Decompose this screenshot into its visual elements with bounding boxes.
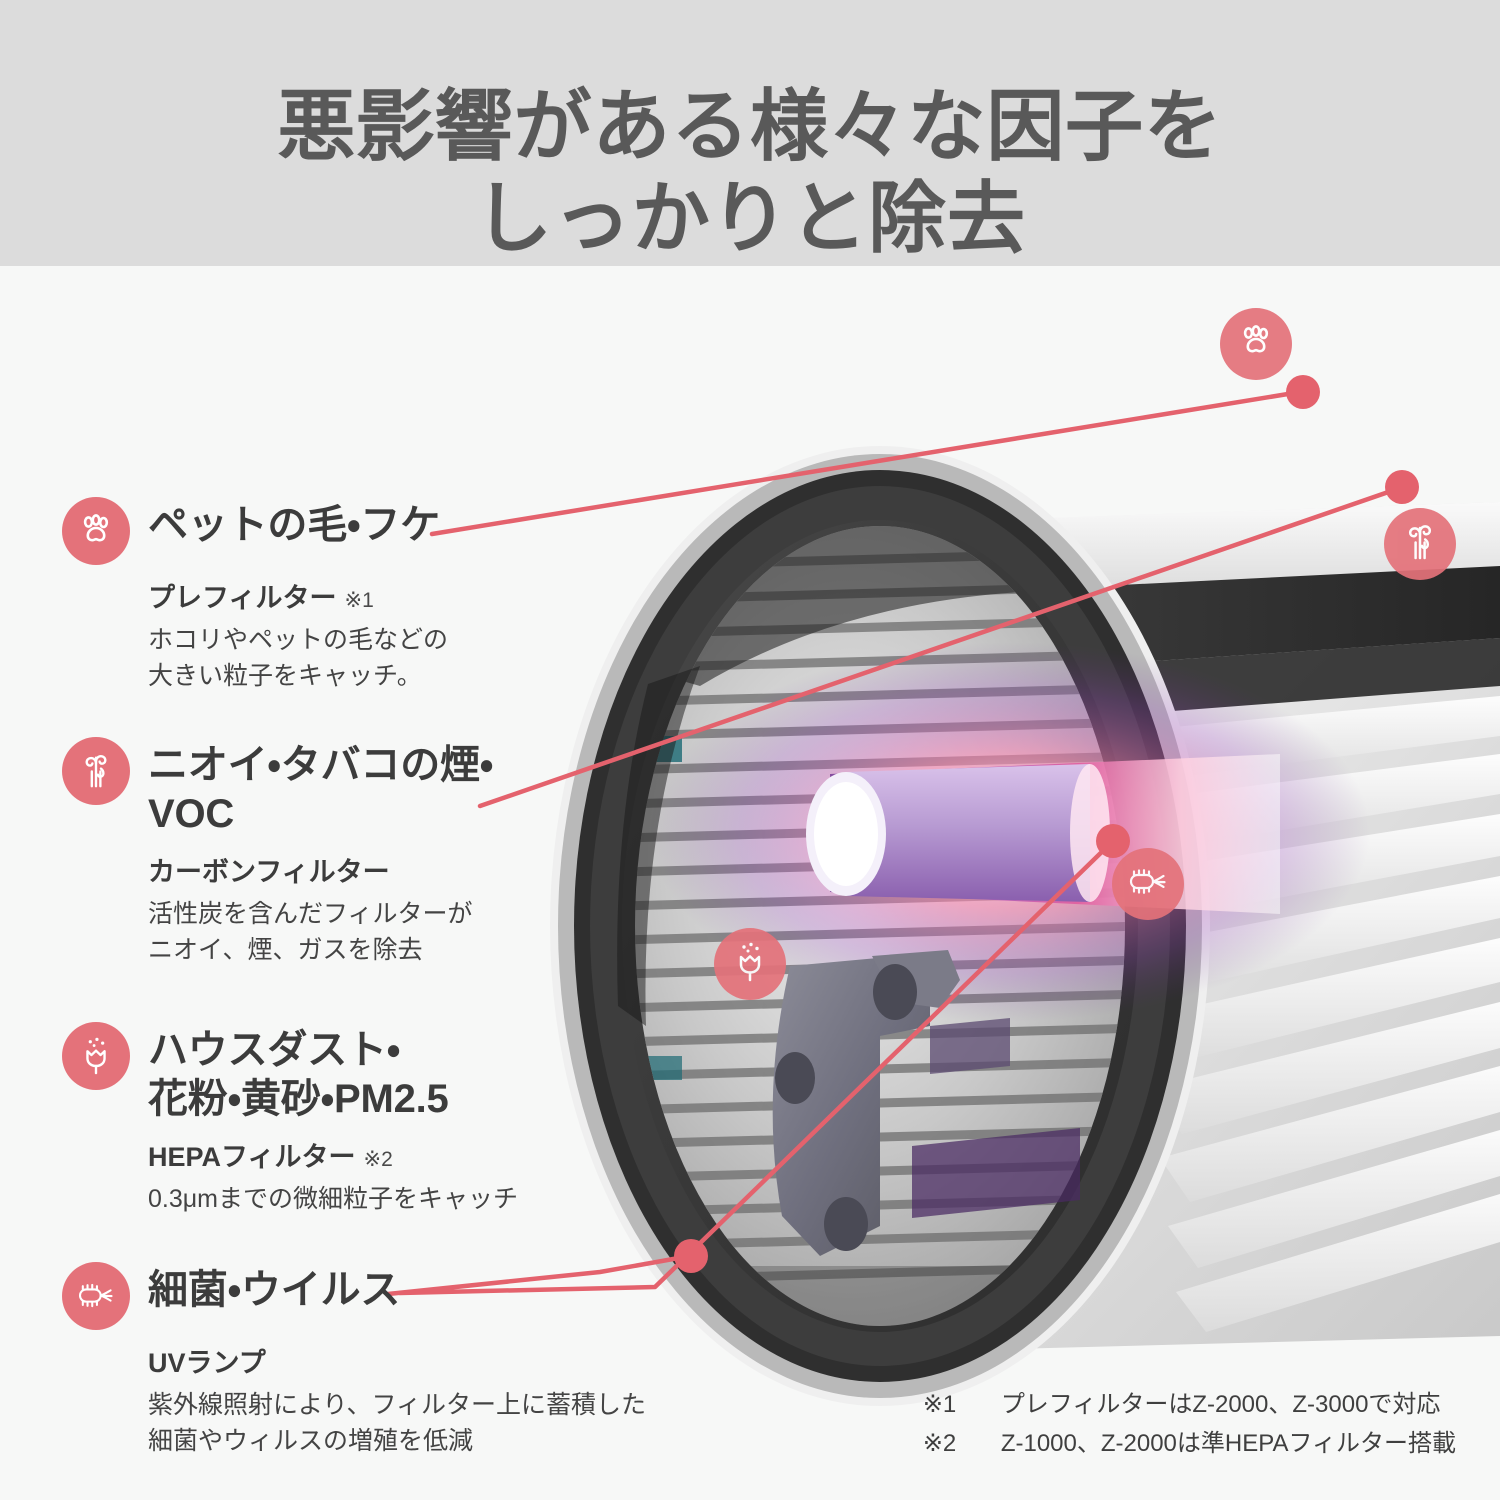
odor-smoke-icon <box>62 737 130 805</box>
photo-badge-paw <box>1220 308 1292 380</box>
paw-icon <box>62 497 130 565</box>
connector-lines <box>385 389 1403 1297</box>
connector-dot-dust <box>674 1239 708 1273</box>
feature-subtitle: HEPAフィルター※2 <box>148 1141 393 1172</box>
feature-heading: 細菌・ウイルス <box>62 1262 702 1330</box>
product-cutaway-illustration <box>0 266 1500 1500</box>
connector-dot-odor <box>1385 470 1419 504</box>
footnote-mark: ※2 <box>922 1430 957 1458</box>
footnote-ref: ※2 <box>363 1147 393 1171</box>
feature-title: 細菌・ウイルス <box>148 1268 401 1312</box>
footnote-ref: ※1 <box>344 589 374 612</box>
footnote-row: ※1 プレフィルターはZ-2000、Z-3000で対応 <box>923 1386 1456 1425</box>
feature-body: 活性炭を含んだフィルターが ニオイ、煙、ガスを除去 <box>148 899 473 964</box>
odor-smoke-icon <box>1400 520 1440 569</box>
photo-badge-pollen <box>714 928 786 1000</box>
feature-title: ニオイ・タバコの煙・ VOC <box>148 743 494 836</box>
footnotes: ※1 プレフィルターはZ-2000、Z-3000で対応 ※2 Z-1000、Z-… <box>923 1386 1456 1464</box>
page-title: 悪影響がある様々な因子を しっかりと除去 <box>277 82 1223 263</box>
uv-lamp-tube <box>806 764 1110 902</box>
footnote-row: ※2 Z-1000、Z-2000は準HEPAフィルター搭載 <box>923 1425 1456 1464</box>
feature-heading: ペットの毛・フケ <box>62 497 532 565</box>
bacteria-icon <box>62 1262 130 1330</box>
feature-subtitle: カーボンフィルター <box>148 856 390 887</box>
footnote-mark: ※1 <box>922 1391 957 1419</box>
photo-badge-bacteria <box>1112 848 1184 920</box>
pollen-flower-icon <box>730 940 770 989</box>
connector-dot-pet <box>1286 375 1320 409</box>
feature-block-pet-hair: ペットの毛・フケ プレフィルター※1 ホコリやペットの毛などの 大きい粒子をキャ… <box>62 497 532 694</box>
feature-block-house-dust: ハウスダスト・ 花粉・黄砂・PM2.5 HEPAフィルター※2 0.3μmまでの… <box>62 1022 582 1217</box>
photo-badge-odor <box>1384 508 1456 580</box>
feature-block-odor-voc: ニオイ・タバコの煙・ VOC カーボンフィルター 活性炭を含んだフィルターが ニ… <box>62 737 532 968</box>
feature-heading: ニオイ・タバコの煙・ VOC <box>62 737 532 839</box>
feature-block-bacteria-virus: 細菌・ウイルス UVランプ 紫外線照射により、フィルター上に蓄積した 細菌やウィ… <box>62 1262 702 1459</box>
header-band <box>0 0 1500 266</box>
connector-dot-bacteria <box>1096 824 1130 858</box>
paw-icon <box>1236 322 1276 367</box>
connector-line-bacteria <box>397 839 1115 1296</box>
feature-body: 紫外線照射により、フィルター上に蓄積した 細菌やウィルスの増殖を低減 <box>148 1391 647 1456</box>
feature-subtitle: UVランプ <box>148 1348 266 1378</box>
pollen-flower-icon <box>62 1022 130 1090</box>
feature-heading: ハウスダスト・ 花粉・黄砂・PM2.5 <box>62 1022 582 1124</box>
feature-body: ホコリやペットの毛などの 大きい粒子をキャッチ。 <box>148 626 449 691</box>
feature-subtitle: プレフィルター※1 <box>148 583 374 613</box>
footnote-text: Z-1000、Z-2000は準HEPAフィルター搭載 <box>1000 1430 1456 1458</box>
footnote-text: プレフィルターはZ-2000、Z-3000で対応 <box>1000 1391 1441 1419</box>
bacteria-icon <box>1126 865 1170 904</box>
feature-body: 0.3μmまでの微細粒子をキャッチ <box>148 1184 518 1213</box>
feature-title: ペットの毛・フケ <box>148 503 440 547</box>
feature-title: ハウスダスト・ 花粉・黄砂・PM2.5 <box>148 1028 449 1121</box>
lamp-mounting-bracket <box>772 950 1080 1256</box>
